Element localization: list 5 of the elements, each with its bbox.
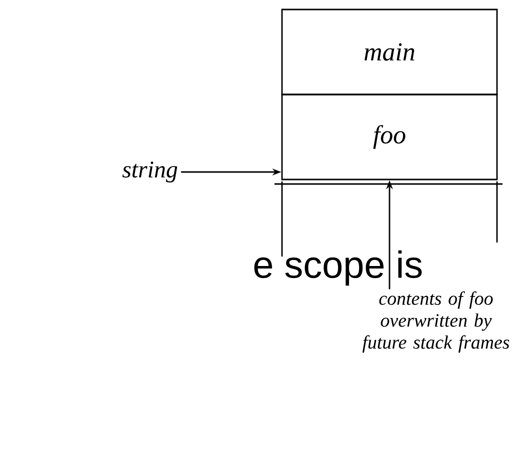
- stack-frame-box: main: [281, 8, 498, 96]
- handwritten-note: contents of foo overwritten by future stack frames: [362, 291, 510, 353]
- handwritten-label: string: [122, 162, 178, 182]
- stack-frame-box: foo: [281, 94, 498, 180]
- slide-text: e scope is: [254, 250, 422, 286]
